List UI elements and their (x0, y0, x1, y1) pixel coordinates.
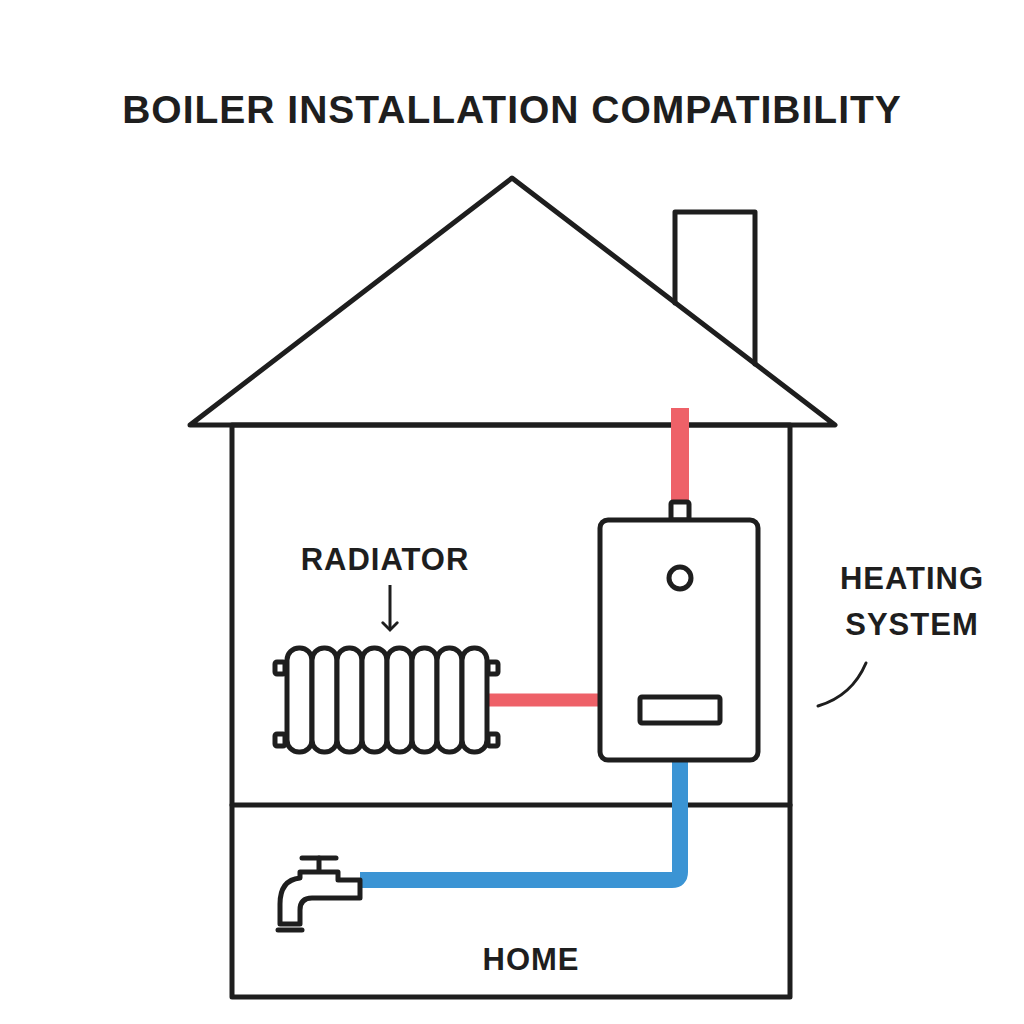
radiator-stub (275, 662, 285, 674)
radiator-section (437, 648, 462, 752)
cold-pipe (360, 758, 680, 880)
radiator-stub (275, 734, 285, 746)
hot-pipe-radiator (488, 694, 602, 707)
house-walls (232, 425, 790, 997)
radiator-section (412, 648, 437, 752)
roof (190, 178, 835, 425)
radiator-section (462, 648, 487, 752)
boiler-dial (669, 567, 691, 589)
radiator-section (362, 648, 387, 752)
radiator-section (312, 648, 337, 752)
radiator-arrow (389, 585, 392, 630)
radiator-section (287, 648, 312, 752)
boiler-unit (600, 520, 758, 760)
callout-label: HEATING SYSTEM (817, 556, 1007, 649)
boiler-display (640, 697, 720, 723)
boiler-connector (671, 502, 689, 520)
hot-pipe-vertical (671, 408, 689, 505)
radiator-symbol (275, 648, 498, 752)
leader-line (818, 663, 866, 706)
radiator-section (387, 648, 412, 752)
radiator-section (337, 648, 362, 752)
floor-line (232, 803, 790, 808)
faucet-symbol (278, 858, 360, 930)
room-label: HOME (483, 937, 580, 984)
part-label: RADIATOR (301, 537, 470, 584)
chimney (675, 212, 755, 364)
title: BOILER INSTALLATION COMPATIBILITY (122, 88, 902, 132)
